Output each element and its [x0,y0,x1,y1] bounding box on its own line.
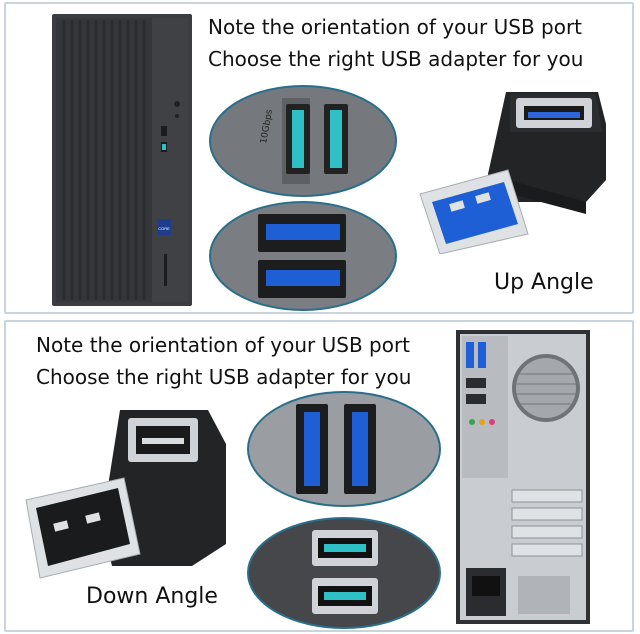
case-badge: CORE [158,226,170,231]
bottom-note-line2: Choose the right USB adapter for you [36,365,412,389]
up-angle-adapter [419,92,606,254]
pc-tower-front: CORE [52,14,192,306]
top-panel: CORE Note the orientation of your USB po… [4,2,634,314]
top-note-line2: Choose the right USB adapter for you [208,47,584,71]
down-angle-adapter [25,410,226,579]
port-closeup-vertical-blue [247,391,441,507]
down-angle-label: Down Angle [86,584,218,609]
port-closeup-horizontal [209,201,397,311]
bottom-note-line1: Note the orientation of your USB port [36,333,411,357]
up-angle-label: Up Angle [494,270,594,295]
top-note-line1: Note the orientation of your USB port [208,15,583,39]
port-closeup-vertical: 10Gbps [209,85,397,197]
bottom-panel: Note the orientation of your USB port Ch… [4,320,634,632]
pc-tower-rear [456,330,590,624]
port-closeup-horizontal-teal [247,517,441,629]
